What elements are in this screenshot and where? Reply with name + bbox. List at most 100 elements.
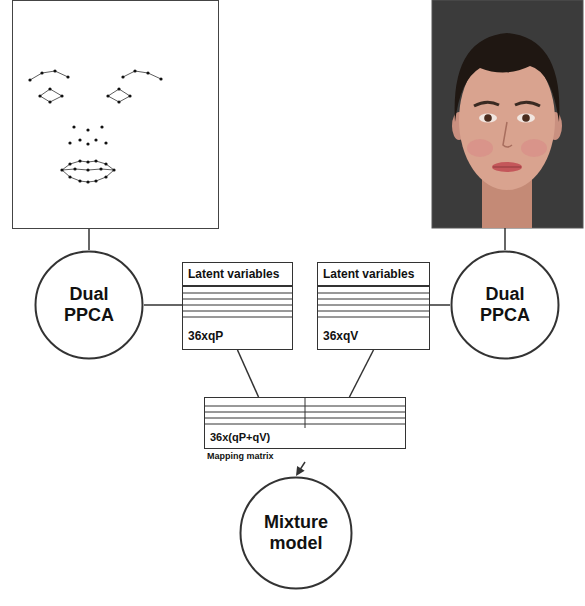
dot — [128, 94, 131, 97]
nose — [503, 122, 512, 147]
dimension-label: 36x(qP+qV) — [205, 428, 405, 448]
latent-box: Latent variables 36xqV — [317, 262, 430, 350]
iris — [522, 114, 530, 122]
dot — [94, 159, 97, 162]
row-line — [318, 285, 429, 287]
dot — [68, 175, 71, 178]
lips — [492, 162, 522, 172]
matrix-rows — [205, 398, 405, 428]
eye-line — [108, 89, 130, 102]
dot — [78, 138, 81, 141]
node-label: Mixture model — [256, 512, 336, 554]
face-landmarks — [30, 71, 161, 182]
brow — [515, 102, 540, 106]
dot — [104, 162, 107, 165]
connector — [238, 350, 259, 397]
dot — [68, 162, 71, 165]
row-line — [318, 293, 429, 294]
dot — [28, 78, 31, 81]
dot — [121, 75, 124, 78]
row-line — [183, 305, 292, 306]
dot — [146, 71, 149, 74]
cheek — [521, 139, 547, 157]
process-circle: Dual PPCA — [34, 250, 144, 360]
box-heading: Latent variables — [183, 263, 292, 285]
dot — [100, 125, 103, 128]
dot — [73, 167, 76, 170]
row-line — [318, 317, 429, 318]
row-line — [183, 299, 292, 300]
dot — [94, 138, 97, 141]
row-line — [183, 285, 292, 287]
matrix-box: 36x(qP+qV) — [204, 397, 406, 449]
dot — [112, 168, 115, 171]
brow — [474, 102, 499, 106]
node-label: Dual PPCA — [465, 284, 545, 326]
brow-line — [30, 71, 68, 80]
row-line — [183, 293, 292, 294]
connector — [349, 350, 373, 397]
arrowhead — [296, 466, 305, 476]
dot — [104, 175, 107, 178]
dot — [78, 179, 81, 182]
dot — [60, 94, 63, 97]
latent-box: Latent variables 36xqP — [182, 262, 293, 350]
matrix-rows — [318, 285, 429, 319]
row-line — [318, 305, 429, 306]
dot — [48, 87, 51, 90]
dot — [117, 87, 120, 90]
connector — [430, 305, 450, 306]
landmark-dots — [28, 69, 162, 183]
dot — [86, 180, 89, 183]
circle-shape — [36, 252, 143, 359]
row-line — [318, 311, 429, 312]
circle-shape — [452, 252, 559, 359]
lip-line — [62, 161, 114, 182]
lip-split — [493, 167, 521, 168]
leader-line — [504, 228, 506, 250]
connector — [144, 305, 182, 306]
process-circle: Mixture model — [239, 476, 353, 590]
connector-line — [349, 350, 373, 397]
connector — [296, 462, 305, 476]
process-circle: Dual PPCA — [450, 250, 560, 360]
brow-line — [123, 71, 161, 79]
connector-line — [144, 304, 182, 306]
dimension-label: 36xqV — [318, 319, 429, 349]
dot — [66, 75, 69, 78]
dot — [86, 128, 89, 131]
eye — [517, 114, 535, 123]
dot — [99, 167, 102, 170]
dot — [86, 160, 89, 163]
mapping-matrix: 36x(qP+qV)Mapping matrix — [204, 397, 406, 462]
dot — [106, 94, 109, 97]
dot — [78, 159, 81, 162]
box-heading: Latent variables — [318, 263, 429, 285]
dot — [48, 100, 51, 103]
face-photo — [452, 33, 562, 228]
circle-shape — [241, 478, 352, 589]
dot — [133, 69, 136, 72]
dot — [86, 142, 89, 145]
dot — [72, 125, 75, 128]
dot — [117, 100, 120, 103]
dot — [40, 71, 43, 74]
dot — [159, 77, 162, 80]
dot — [104, 141, 107, 144]
cheek — [467, 139, 493, 157]
dimension-label: 36xqP — [183, 319, 292, 349]
dot — [60, 168, 63, 171]
dot — [38, 94, 41, 97]
dot — [94, 179, 97, 182]
row-line — [183, 317, 292, 318]
row-line — [318, 299, 429, 300]
row-line — [183, 311, 292, 312]
eye-line — [40, 89, 62, 102]
eye — [479, 114, 497, 123]
connector-line — [430, 304, 450, 306]
landmark-panel — [13, 1, 219, 229]
node-label: Dual PPCA — [49, 284, 129, 326]
hair — [455, 33, 560, 122]
connector-line — [238, 350, 259, 397]
face-photo-ground — [432, 0, 583, 228]
